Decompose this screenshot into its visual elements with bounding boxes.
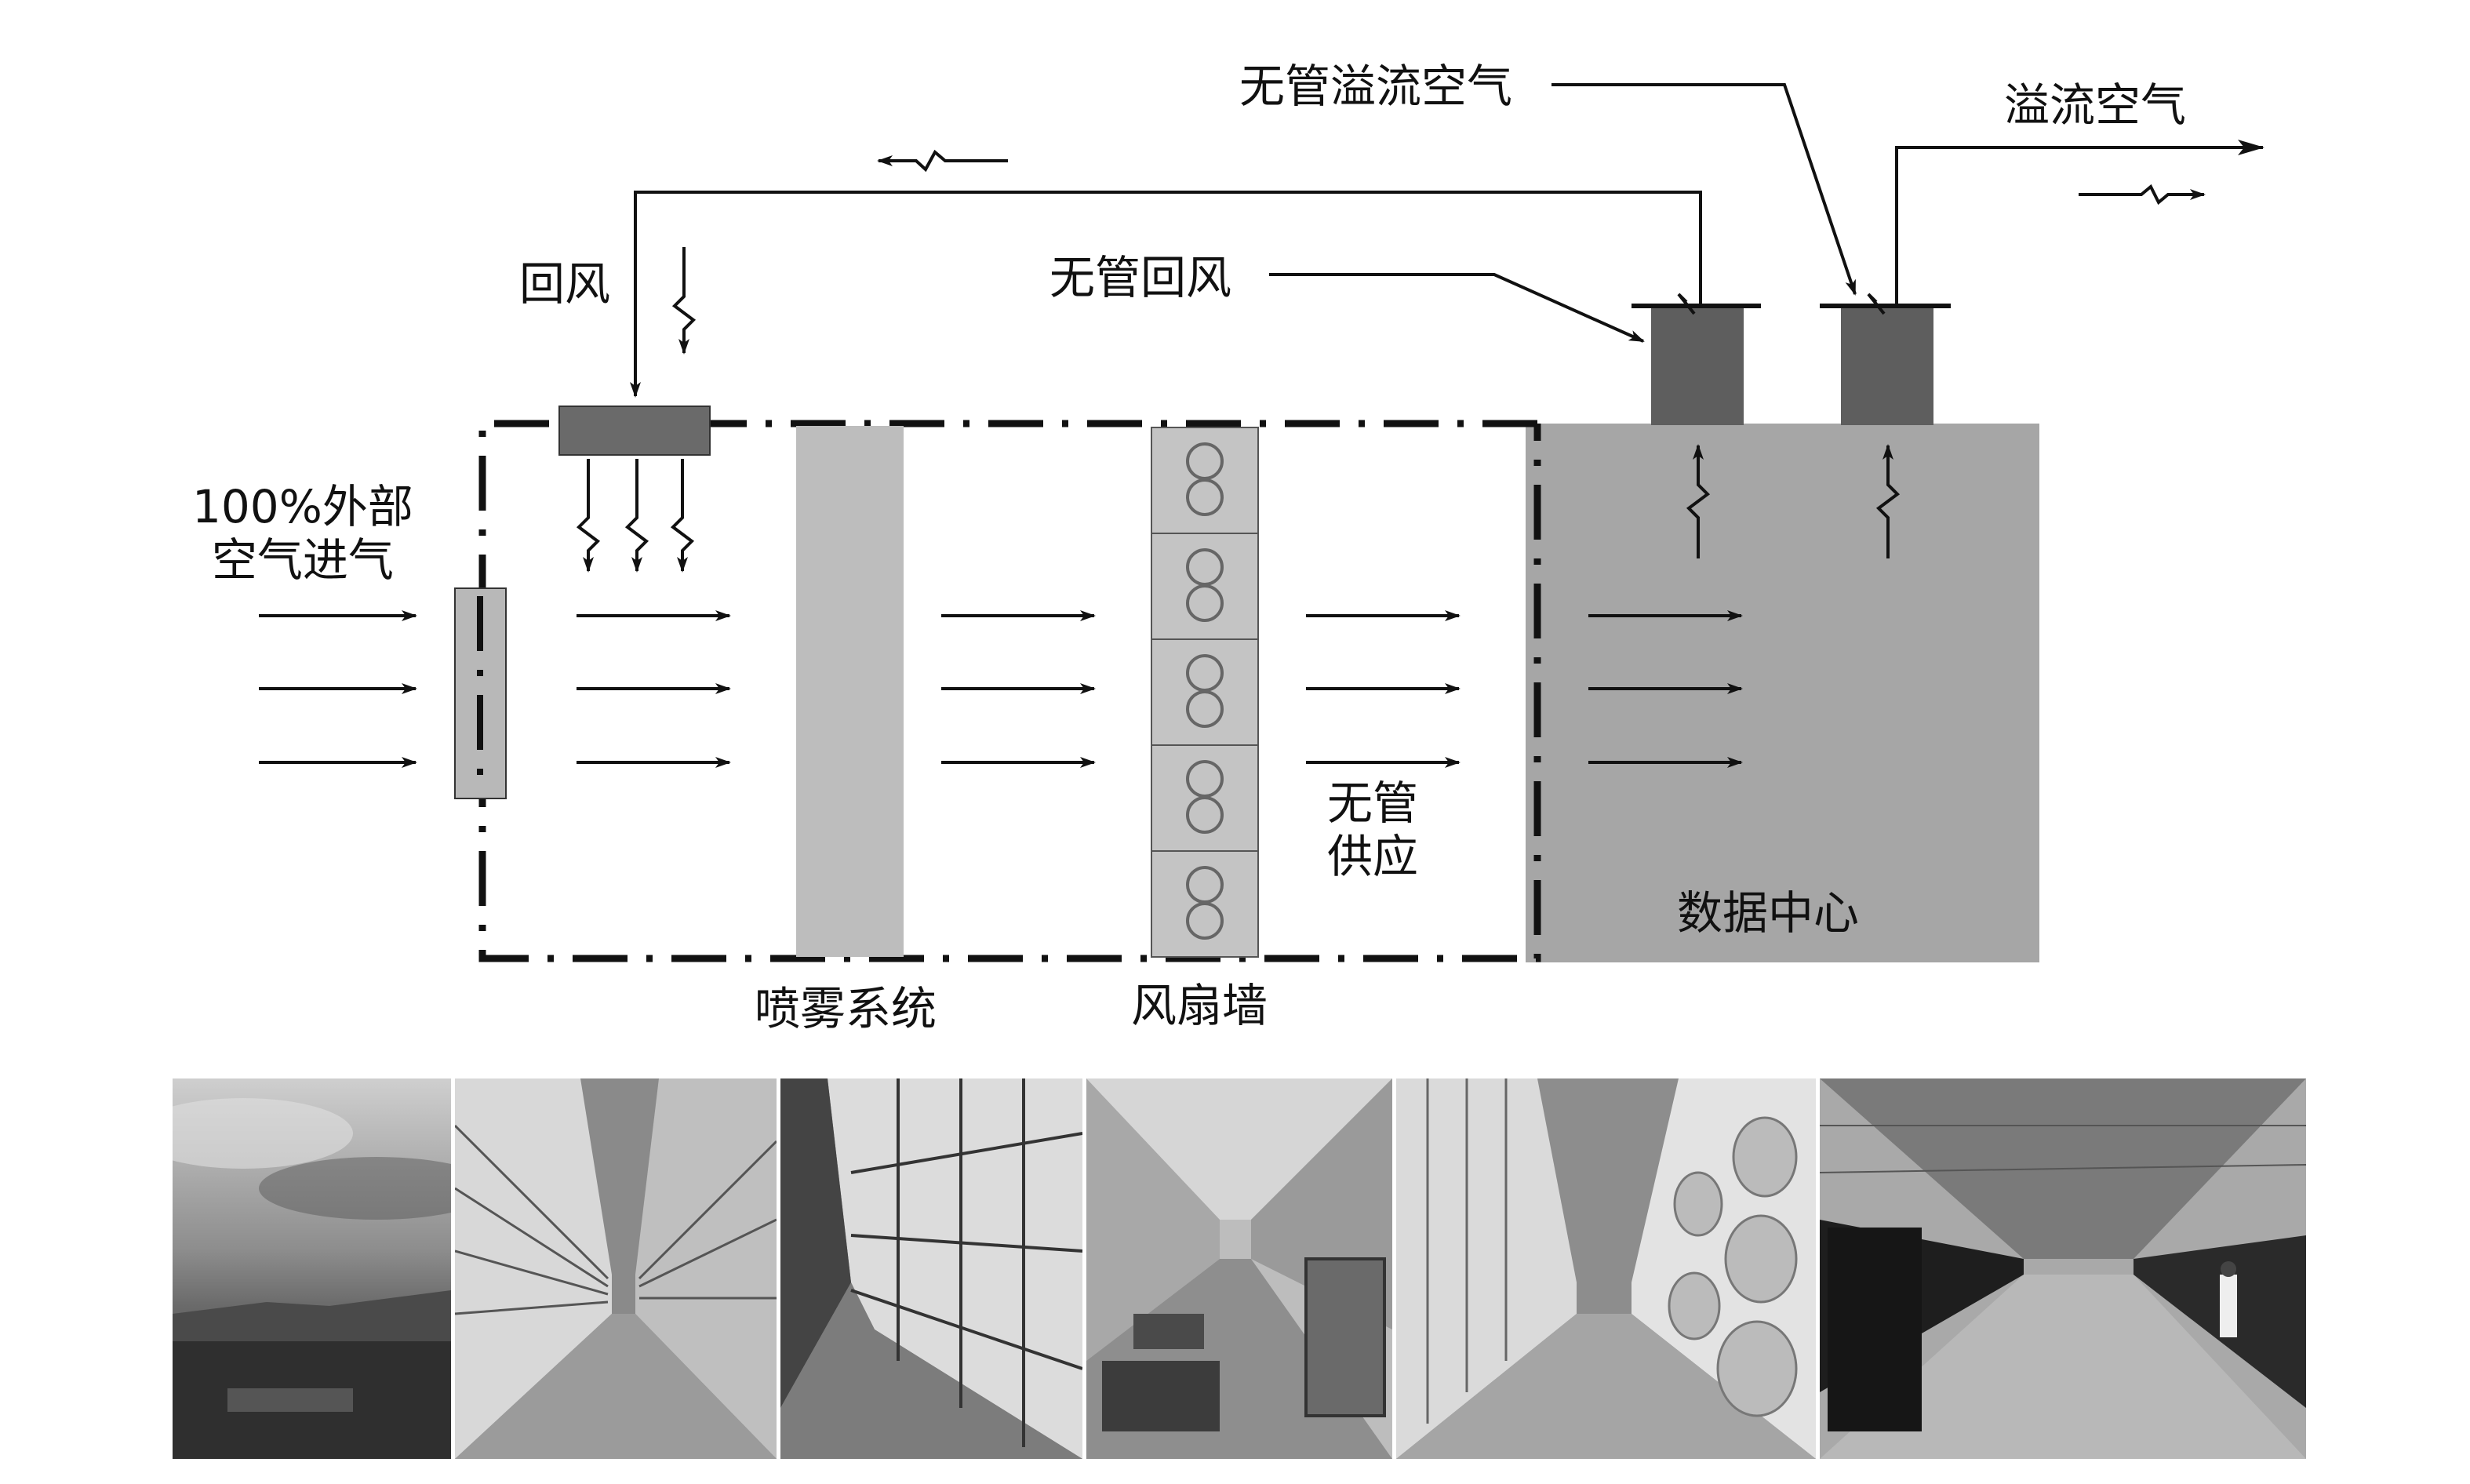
ductless-return-label: 无管回风 [1049,251,1232,304]
return-in-arrow [671,247,697,355]
outside-air-label: 100%外部 空气进气 [192,480,413,587]
ductless-supply-label: 无管 供应 [1327,777,1418,884]
relief-shaft [1841,306,1933,425]
return-air-label: 回风 [519,257,611,311]
misting-system-label: 喷雾系统 [755,982,937,1035]
fan-icon [1186,478,1224,516]
return-down-arrow-1 [576,459,601,573]
fan-icon [1186,902,1224,940]
fan-icon [1186,584,1224,622]
fan-wall-photo [1396,1078,1816,1459]
dc-up-arrow-2 [1875,444,1901,558]
dc-up-arrow-1 [1686,444,1711,558]
return-shaft [1651,306,1744,425]
fan-icon [1186,796,1224,834]
data-center-label: 数据中心 [1677,886,1860,940]
return-down-arrow-3 [670,459,695,573]
return-down-arrow-2 [624,459,649,573]
ductless-return-leader [1269,273,1645,343]
relief-cap-zigzag [1867,293,1886,315]
filter-corridor-photo [780,1078,1082,1459]
fan-icon [1186,690,1224,728]
ductless-relief-leader [1551,83,1857,296]
return-duct-line [630,191,1702,398]
outside-air-label-line1: 100%外部 [192,480,413,533]
misting-room-photo [1086,1078,1392,1459]
return-cap-zigzag [1677,293,1696,315]
outside-air-label-line2: 空气进气 [211,533,394,587]
ductless-supply-label-line1: 无管 [1327,777,1419,830]
return-flow-arrow [877,149,1008,173]
relief-air-label: 溢流空气 [2004,78,2187,132]
fan-wall-label: 风扇墙 [1131,979,1268,1032]
misting-panel [796,426,904,957]
inlet-filter [454,587,507,799]
photo-strip [173,1078,2306,1459]
relief-flow-arrow [2079,184,2206,206]
airflow-arrows [259,610,1743,768]
fan-wall [1151,427,1259,958]
relief-duct-line [1895,140,2264,306]
air-handler-enclosure [478,420,1541,962]
ductless-supply-label-line2: 供应 [1327,830,1419,884]
return-air-damper [558,406,711,456]
server-hall-photo [1820,1078,2306,1459]
outside-sky-photo [173,1078,451,1459]
data-center-block [1526,424,2039,962]
ductless-relief-label: 无管溢流空气 [1239,60,1513,113]
intake-louvers-photo [455,1078,777,1459]
